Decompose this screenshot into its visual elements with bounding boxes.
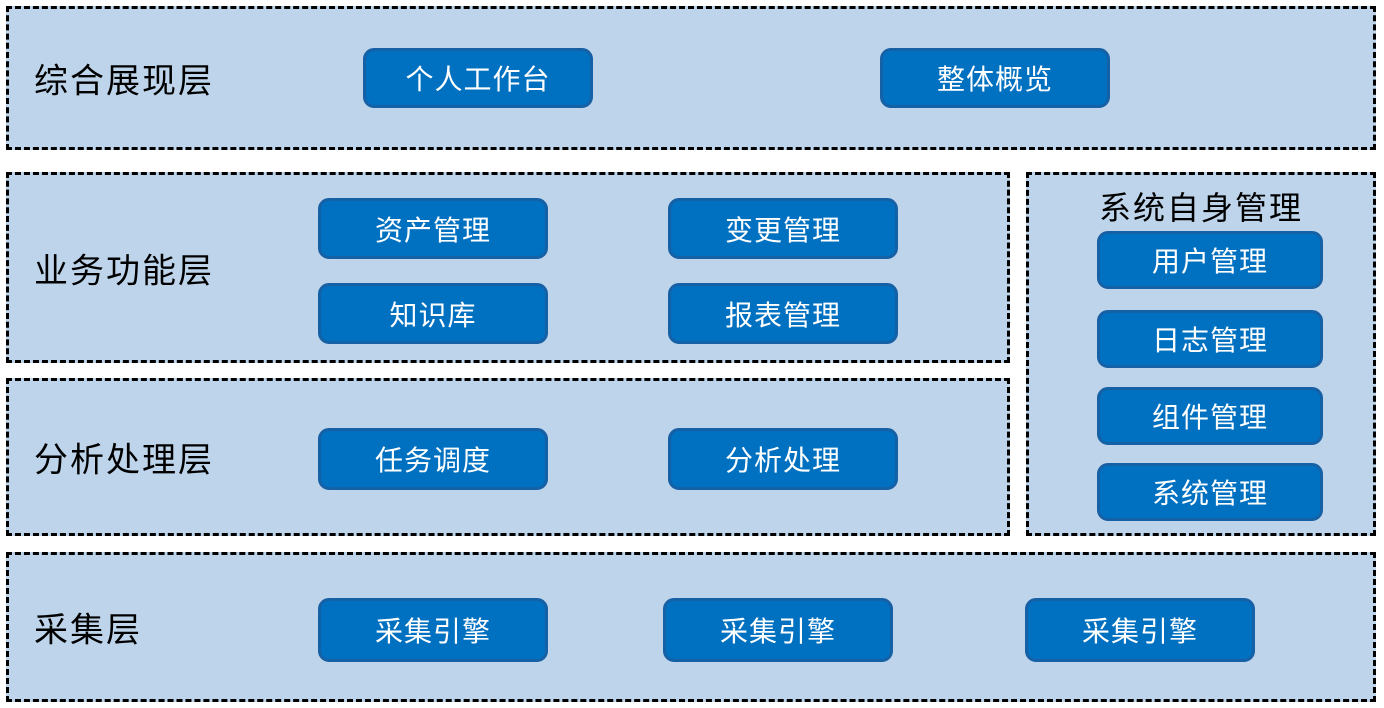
node-system-management: 系统管理 [1097, 463, 1323, 521]
layer-collection-label: 采集层 [34, 611, 142, 650]
node-overall-overview: 整体概览 [880, 48, 1110, 108]
panel-system-self-management: 系统自身管理 用户管理 日志管理 组件管理 系统管理 [1026, 172, 1376, 536]
node-knowledge-base: 知识库 [318, 283, 548, 344]
node-component-management: 组件管理 [1097, 387, 1323, 445]
node-collection-engine-3: 采集引擎 [1025, 598, 1255, 662]
node-personal-workbench: 个人工作台 [363, 48, 593, 108]
layer-presentation-label: 综合展现层 [34, 62, 214, 101]
layer-business-function-label: 业务功能层 [34, 252, 214, 290]
node-analysis-processing: 分析处理 [668, 428, 898, 490]
node-user-management: 用户管理 [1097, 231, 1323, 289]
node-collection-engine-1: 采集引擎 [318, 598, 548, 662]
node-report-management: 报表管理 [668, 283, 898, 344]
node-log-management: 日志管理 [1097, 310, 1323, 368]
node-change-management: 变更管理 [668, 198, 898, 259]
node-collection-engine-2: 采集引擎 [663, 598, 893, 662]
layer-analysis-processing-label: 分析处理层 [34, 441, 214, 480]
panel-system-self-management-title: 系统自身管理 [1098, 190, 1303, 226]
layer-presentation: 综合展现层 个人工作台 整体概览 [6, 6, 1376, 150]
layer-analysis-processing: 分析处理层 任务调度 分析处理 [6, 378, 1010, 536]
layer-business-function: 业务功能层 资产管理 变更管理 知识库 报表管理 [6, 172, 1010, 363]
node-task-scheduling: 任务调度 [318, 428, 548, 490]
layer-collection: 采集层 采集引擎 采集引擎 采集引擎 [6, 552, 1376, 702]
node-asset-management: 资产管理 [318, 198, 548, 259]
